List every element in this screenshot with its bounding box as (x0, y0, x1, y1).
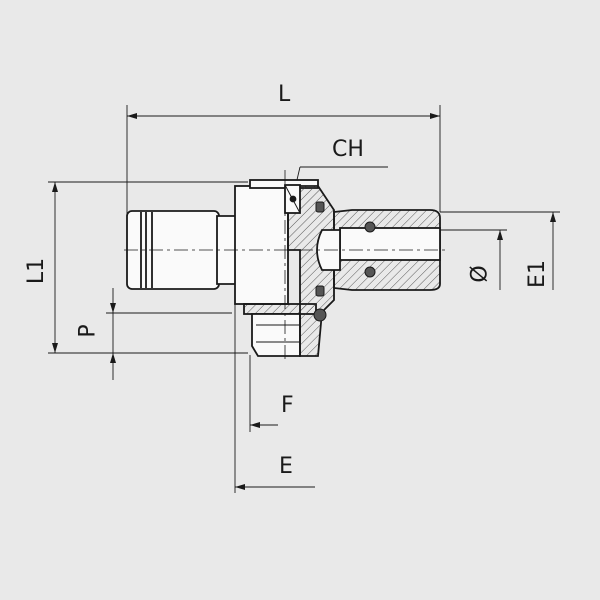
center-axis (124, 170, 445, 360)
o-ring-seals (313, 201, 376, 322)
fitting-body (126, 179, 441, 357)
dim-E-label: E (279, 454, 293, 479)
dim-CH-label: CH (332, 137, 364, 162)
dim-P-label: P (75, 324, 101, 338)
dim-L1-label: L1 (24, 257, 50, 285)
dim-diameter-label: Ø (467, 265, 493, 283)
dim-F-label: F (281, 393, 294, 418)
dimension-lines (48, 105, 560, 493)
dim-E1-label: E1 (524, 260, 550, 288)
dim-L-label: L (278, 82, 291, 107)
